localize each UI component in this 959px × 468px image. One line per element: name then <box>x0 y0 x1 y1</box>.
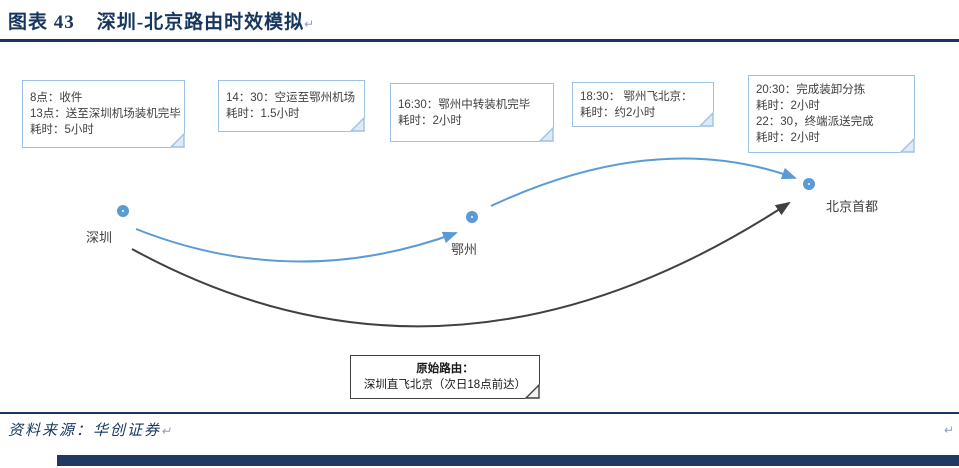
note-line: 8点：收件 <box>30 92 83 104</box>
note-line: 耗时：5小时 <box>30 124 94 136</box>
note-ezhou-transfer: 16:30：鄂州中转装机完毕 耗时：2小时 <box>390 83 554 142</box>
note-ezhou-to-beijing: 18:30： 鄂州飞北京： 耗时：约2小时 <box>572 82 714 127</box>
original-route-title: 原始路由： <box>416 363 474 375</box>
folded-corner-icon <box>539 127 554 142</box>
return-mark-icon: ↵ <box>304 17 316 31</box>
node-beijing-capital <box>803 178 815 190</box>
note-shenzhen-pickup: 8点：收件 13点：送至深圳机场装机完毕 耗时：5小时 <box>22 80 185 148</box>
data-source-text: 资料来源：华创证券 <box>8 423 162 439</box>
folded-corner-icon <box>699 112 714 127</box>
node-label-beijing-capital: 北京首都 <box>826 199 879 214</box>
figure-title: 图表 43 深圳-北京路由时效模拟↵ <box>8 7 315 34</box>
note-line: 耗时：1.5小时 <box>226 108 300 120</box>
note-line: 22：30，终端派送完成 <box>756 116 874 128</box>
note-line: 16:30：鄂州中转装机完毕 <box>398 98 531 111</box>
footer-divider <box>0 412 959 414</box>
node-label-shenzhen: 深圳 <box>86 230 113 245</box>
note-line: 耗时：2小时 <box>756 100 820 112</box>
folded-corner-icon <box>900 138 915 153</box>
node-shenzhen <box>117 205 129 217</box>
note-line: 20:30：完成装卸分拣 <box>756 84 866 96</box>
arrow-direct-shenzhen-to-beijing <box>131 201 791 328</box>
note-line: 13点：送至深圳机场装机完毕 <box>30 108 181 120</box>
note-line: 耗时：2小时 <box>398 114 462 127</box>
folded-corner-icon <box>170 133 185 148</box>
arrow-shenzhen-to-ezhou <box>135 228 458 263</box>
node-label-ezhou: 鄂州 <box>451 242 478 257</box>
data-source: 资料来源：华创证券↵ <box>8 419 173 440</box>
folded-corner-icon <box>350 117 365 132</box>
note-line: 18:30： 鄂州飞北京： <box>580 90 693 103</box>
figure-title-text: 深圳-北京路由时效模拟 <box>96 12 305 33</box>
return-mark-icon: ↵ <box>944 423 955 437</box>
note-air-to-ezhou: 14：30：空运至鄂州机场 耗时：1.5小时 <box>218 80 365 132</box>
original-route-box: 原始路由： 深圳直飞北京（次日18点前达） <box>350 355 540 399</box>
page-footer-bar <box>57 455 959 466</box>
original-route-detail: 深圳直飞北京（次日18点前达） <box>363 379 527 391</box>
folded-corner-icon <box>525 384 540 399</box>
note-line: 14：30：空运至鄂州机场 <box>226 92 356 104</box>
note-line: 耗时：约2小时 <box>580 106 656 119</box>
note-beijing-delivery: 20:30：完成装卸分拣 耗时：2小时 22：30，终端派送完成 耗时：2小时 <box>748 75 915 153</box>
arrow-ezhou-to-beijing <box>490 157 797 207</box>
title-divider <box>0 39 959 42</box>
node-ezhou <box>466 211 478 223</box>
note-line: 耗时：2小时 <box>756 132 820 144</box>
figure-number: 图表 43 <box>8 12 75 33</box>
return-mark-icon: ↵ <box>161 424 174 438</box>
